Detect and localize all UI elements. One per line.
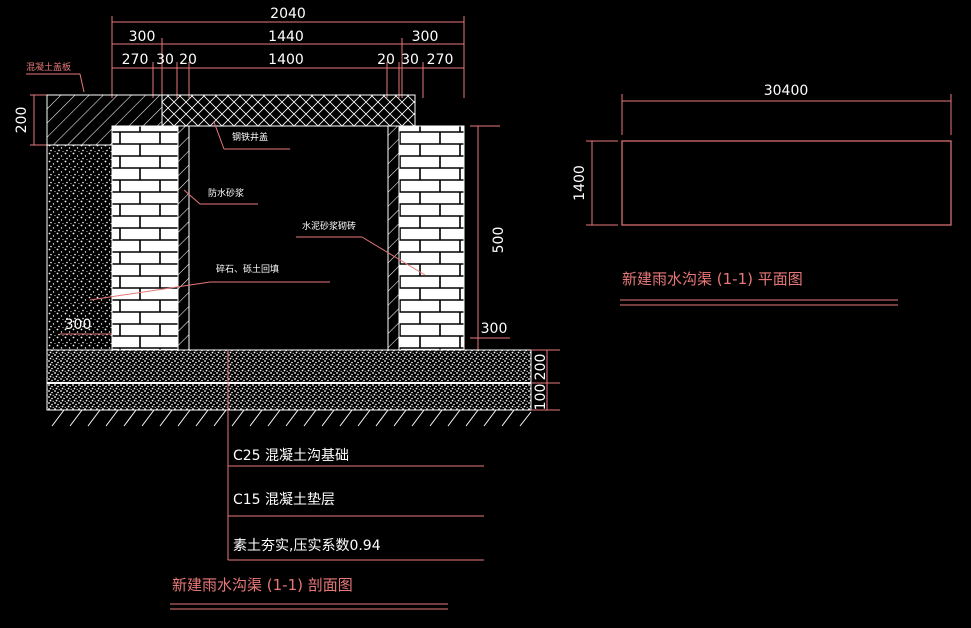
layer-c25: C25 混凝土沟基础	[233, 447, 349, 464]
plan-dim-lines	[586, 94, 952, 226]
dim-base-100: 100	[533, 384, 549, 411]
brick-wall-left	[111, 125, 179, 351]
label-mortar-brick: 水泥砂浆砌砖	[302, 220, 356, 232]
dim-total-text: 2040	[270, 6, 306, 22]
dim-base-lines	[531, 349, 560, 411]
dim-left-backfill-300: 300	[65, 317, 92, 333]
dim-mid-1440: 1440	[268, 29, 304, 45]
dim-1400: 1400	[268, 52, 304, 68]
waterproof-layer-left	[177, 125, 190, 351]
section-title: 新建雨水沟渠 (1-1) 剖面图	[172, 576, 353, 594]
label-steel-cover: 钢铁井盖	[232, 131, 268, 143]
label-backfill: 碎石、砾土回填	[216, 263, 279, 275]
waterproof-layer-right	[387, 125, 400, 351]
dim-right-300-foot: 300	[481, 321, 508, 337]
plan-title: 新建雨水沟渠 (1-1) 平面图	[622, 270, 803, 288]
section-view: 2040 300 1440 300 270 30 20 1400 20 30 2…	[14, 6, 560, 610]
plan-view: 30400 1400 新建雨水沟渠 (1-1) 平面图	[572, 83, 952, 306]
plan-dim-width: 1400	[572, 165, 588, 201]
dim-base-200: 200	[533, 354, 549, 381]
steel-cover	[161, 94, 416, 127]
brick-wall-right	[398, 125, 465, 351]
dim-30-left: 30	[156, 52, 174, 68]
base-c15-cushion	[46, 382, 532, 411]
dim-right-300: 300	[412, 29, 439, 45]
dim-height-lines	[470, 125, 510, 350]
dim-270-right: 270	[427, 52, 454, 68]
plan-outline	[621, 140, 952, 226]
dim-20-right: 20	[377, 52, 395, 68]
label-concrete-cover: 混凝土盖板	[26, 61, 71, 73]
layer-c15: C15 混凝土垫层	[233, 492, 335, 508]
dim-20-left: 20	[179, 52, 197, 68]
base-c25-foundation	[46, 349, 532, 384]
dim-total	[111, 16, 465, 98]
layer-soil: 素土夯实,压实系数0.94	[233, 538, 381, 554]
dim-cover-200: 200	[14, 107, 30, 134]
plan-dim-length: 30400	[764, 83, 809, 99]
dim-left-300: 300	[129, 29, 156, 45]
dim-row3-lines	[112, 62, 464, 98]
dim-30-right: 30	[401, 52, 419, 68]
label-waterproof: 防水砂浆	[208, 187, 244, 199]
dim-height-500: 500	[491, 227, 507, 254]
ground-hatch	[47, 409, 532, 427]
dim-270-left: 270	[122, 52, 149, 68]
